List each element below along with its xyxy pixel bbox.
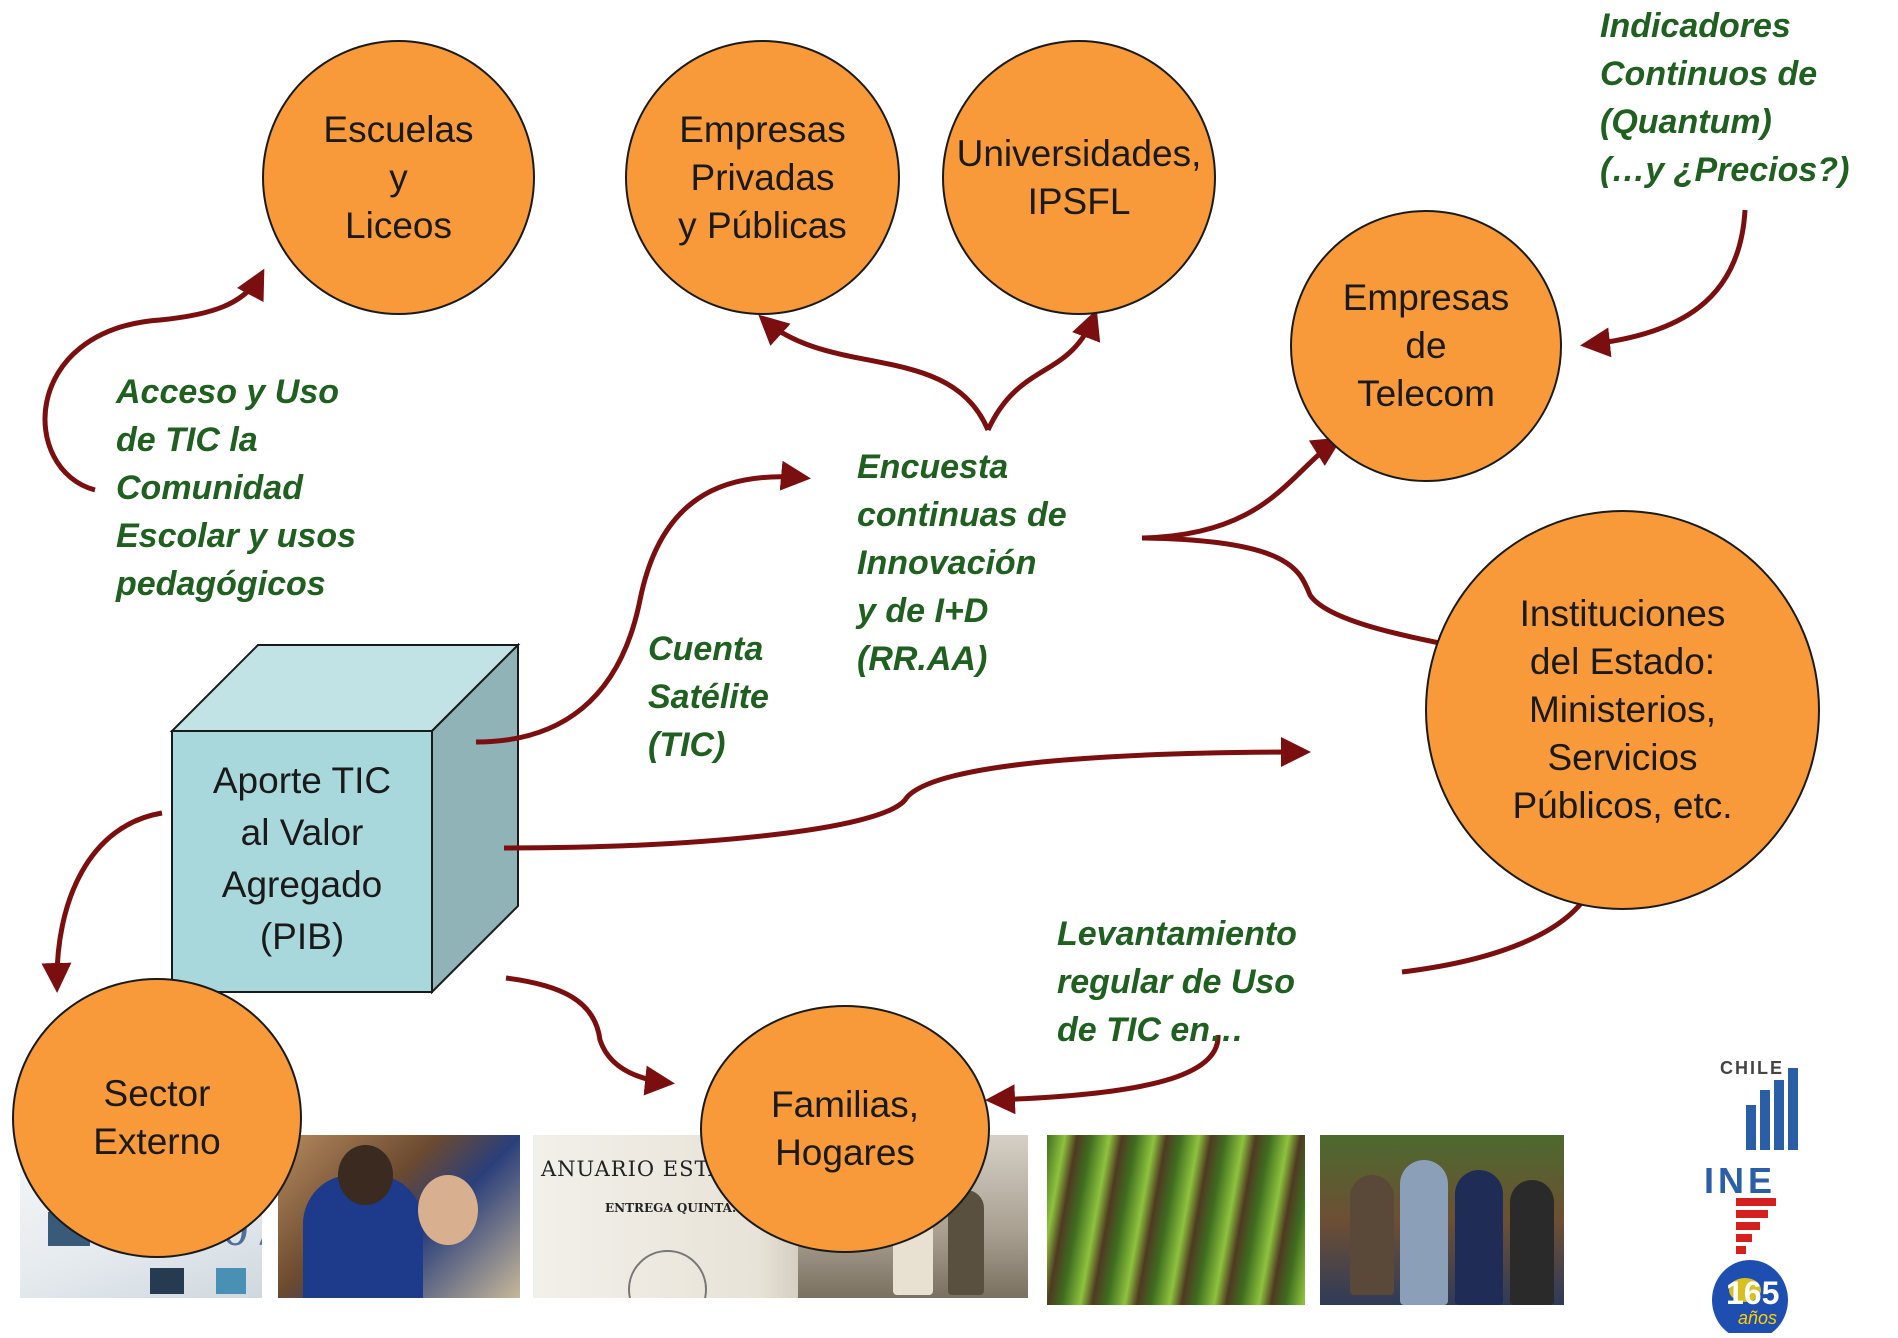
photo-familia: [1320, 1135, 1564, 1305]
photo-cultivos: [1047, 1135, 1305, 1305]
arrow-encuesta-to-universidades: [985, 309, 1101, 432]
node-universidades: Universidades, IPSFL: [942, 40, 1216, 315]
label-acceso: Acceso y Uso de TIC la Comunidad Escolar…: [116, 373, 357, 603]
node-escuelas: Escuelas y Liceos: [262, 40, 535, 315]
label-indicadores: Indicadores Continuos de (Quantum) (…y ¿…: [1600, 7, 1850, 189]
ine-logo-country: CHILE: [1720, 1058, 1784, 1078]
node-universidades-label: Universidades, IPSFL: [956, 132, 1202, 222]
cube-label: Aporte TIC al Valor Agregado (PIB): [212, 760, 392, 957]
ine-logo-graphic: [1712, 1068, 1798, 1338]
arrow-acceso-to-escuelas: [42, 268, 265, 493]
arrow-cube-to-instituciones: [503, 737, 1311, 851]
node-familias-label: Familias, Hogares: [770, 1084, 920, 1173]
label-encuesta: Encuesta continuas de Innovación y de I+…: [857, 448, 1067, 678]
label-cuenta: Cuenta Satélite (TIC): [648, 630, 769, 764]
node-instituciones-label: Instituciones del Estado: Ministerios, S…: [1512, 593, 1733, 826]
node-empresas-telecom: Empresas de Telecom: [1290, 210, 1562, 482]
node-familias: Familias, Hogares: [700, 1005, 990, 1253]
node-sector-externo-label: Sector Externo: [93, 1073, 221, 1162]
arrow-encuesta-to-instituciones: [1141, 535, 1477, 659]
node-empresas-privadas-label: Empresas Privadas y Públicas: [678, 108, 847, 246]
ine-logo-years: 165: [1726, 1275, 1780, 1311]
label-levantamiento: Levantamiento regular de Uso de TIC en…: [1057, 915, 1297, 1049]
arrows: [41, 209, 1748, 1115]
photo-encuestador: [278, 1135, 520, 1298]
node-empresas-privadas: Empresas Privadas y Públicas: [625, 40, 900, 315]
node-instituciones: Instituciones del Estado: Ministerios, S…: [1425, 510, 1820, 910]
arrow-cube-to-encuesta: [475, 460, 811, 745]
arrow-levantamiento-to-familias: [985, 1034, 1221, 1115]
ine-logo-acronym: INE: [1704, 1160, 1777, 1201]
arrow-encuesta-to-empresas: [758, 314, 991, 431]
arrow-cube-to-sector: [41, 810, 163, 993]
ine-logo: CHILE INE 165 años: [1690, 1050, 1820, 1338]
cube-shape: [169, 642, 521, 995]
arrow-cube-to-familias: [505, 975, 675, 1096]
arrow-encuesta-to-telecom: [1141, 437, 1343, 541]
node-empresas-telecom-label: Empresas de Telecom: [1342, 277, 1510, 414]
arrow-indicadores-to-telecom: [1580, 209, 1748, 358]
anuario-sub-text: ENTREGA QUINTA.: [605, 1201, 737, 1215]
node-sector-externo: Sector Externo: [12, 978, 302, 1258]
ine-logo-anos: años: [1738, 1308, 1778, 1328]
node-escuelas-label: Escuelas y Liceos: [323, 108, 474, 246]
